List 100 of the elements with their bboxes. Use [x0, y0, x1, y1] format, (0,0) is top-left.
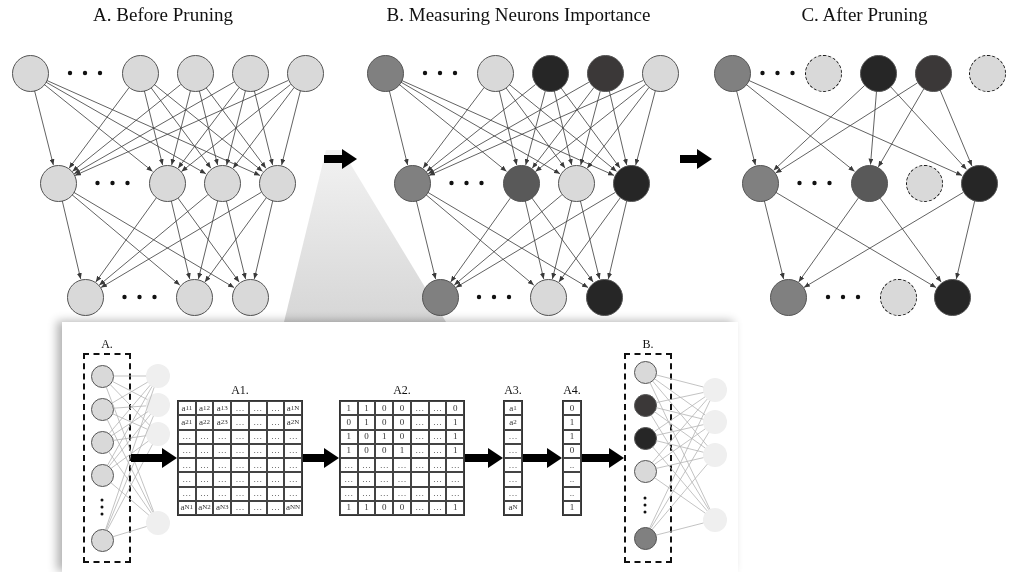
table-cell: 0: [375, 401, 394, 416]
table-cell: …: [195, 429, 214, 444]
connection-line: [655, 440, 704, 453]
table-cell: 1: [563, 500, 581, 515]
panel-title: B. Measuring Neurons Importance: [386, 4, 651, 26]
connection-line: [107, 386, 153, 466]
table-cell: …: [410, 486, 429, 501]
table-cell: …: [266, 429, 285, 444]
neuron-circle: [175, 278, 213, 316]
table-cell: …: [428, 500, 447, 515]
table-cell: …: [284, 472, 302, 487]
neuron-circle: [612, 164, 650, 202]
neuron-circle: [90, 430, 114, 454]
connection-line: [655, 392, 704, 403]
table-cell: …: [231, 458, 249, 473]
block-arrow: [465, 448, 503, 468]
faded-neuron-circle: [146, 511, 170, 535]
table-cell: 0: [393, 429, 411, 444]
table-cell: …: [248, 486, 267, 501]
table-cell: …: [266, 486, 285, 501]
connection-line: [654, 411, 706, 449]
neuron-circle: [804, 54, 842, 92]
table-cell: …: [195, 472, 214, 487]
table-heading: A1.: [231, 384, 249, 397]
table-cell: 0: [357, 443, 376, 458]
table-cell: …: [393, 486, 411, 501]
neuron-circle: [231, 54, 269, 92]
faded-neuron-circle: [146, 364, 170, 388]
connection-line: [655, 424, 704, 436]
table-cell: …: [375, 486, 394, 501]
table-cell: 0: [375, 443, 394, 458]
neuron-circle: [231, 278, 269, 316]
table-cell: …: [266, 415, 285, 430]
connection-line: [113, 435, 147, 441]
table-cell: …: [266, 443, 285, 458]
table-cell: 0: [340, 415, 358, 430]
table-cell: 1: [357, 401, 376, 416]
neuron-circle: [90, 364, 114, 388]
faded-neuron-circle: [703, 410, 727, 434]
table-cell: …: [231, 429, 249, 444]
table-cell: …: [213, 472, 232, 487]
connection-line: [111, 411, 149, 437]
block-arrow: [582, 448, 624, 468]
table-cell: …: [446, 486, 464, 501]
table-cell: 0: [563, 443, 581, 458]
neuron-circle: [286, 54, 324, 92]
table-cell: …: [178, 443, 196, 458]
table-cell: 0: [393, 500, 411, 515]
table-cell: …: [231, 500, 249, 515]
table-cell: 1: [340, 500, 358, 515]
neuron-circle: [148, 164, 186, 202]
box-label: A.: [101, 338, 113, 351]
neuron-circle: [633, 426, 657, 450]
table-cell: …: [428, 443, 447, 458]
neuron-circle: [121, 54, 159, 92]
table-cell: 0: [393, 415, 411, 430]
faded-neuron-circle: [146, 422, 170, 446]
table-cell: …: [340, 458, 358, 473]
table-cell: …: [248, 458, 267, 473]
connection-line: [654, 396, 706, 432]
neuron-circle: [859, 54, 897, 92]
table-cell: …: [357, 458, 376, 473]
table-cell: …: [178, 458, 196, 473]
connection-line: [106, 418, 154, 513]
neuron-circle: [90, 463, 114, 487]
table-cell: …: [266, 472, 285, 487]
table-cell: …: [504, 472, 522, 487]
table-cell: …: [213, 429, 232, 444]
neuron-circle: [633, 393, 657, 417]
table-cell: …: [340, 472, 358, 487]
table-cell: …: [213, 486, 232, 501]
table-cell: 1: [340, 443, 358, 458]
connection-line: [107, 444, 153, 531]
box-label: B.: [642, 338, 654, 351]
table-cell: 1: [357, 500, 376, 515]
connection-line: [652, 446, 708, 512]
table-cell: …: [504, 429, 522, 444]
block-arrow: [523, 448, 562, 468]
table-heading: A3.: [504, 384, 522, 397]
table-cell: …: [357, 486, 376, 501]
table-cell: …: [375, 472, 394, 487]
connection-line: [655, 522, 704, 536]
neuron-circle: [393, 164, 431, 202]
table-cell: …: [284, 458, 302, 473]
table-cell: …: [284, 443, 302, 458]
table-cell: 1: [393, 443, 411, 458]
connection-line: [108, 414, 151, 467]
connection-line: [655, 374, 704, 388]
connection-line: [649, 382, 711, 510]
neuron-circle: [933, 278, 971, 316]
connection-line: [113, 405, 147, 409]
neuron-circle: [531, 54, 569, 92]
faded-neuron-circle: [146, 393, 170, 417]
connection-line: [650, 431, 710, 529]
neuron-circle: [633, 526, 657, 550]
neuron-circle: [641, 54, 679, 92]
neuron-circle: [557, 164, 595, 202]
table-heading: A4.: [563, 384, 581, 397]
connection-line: [649, 400, 711, 528]
connection-line: [112, 526, 147, 538]
